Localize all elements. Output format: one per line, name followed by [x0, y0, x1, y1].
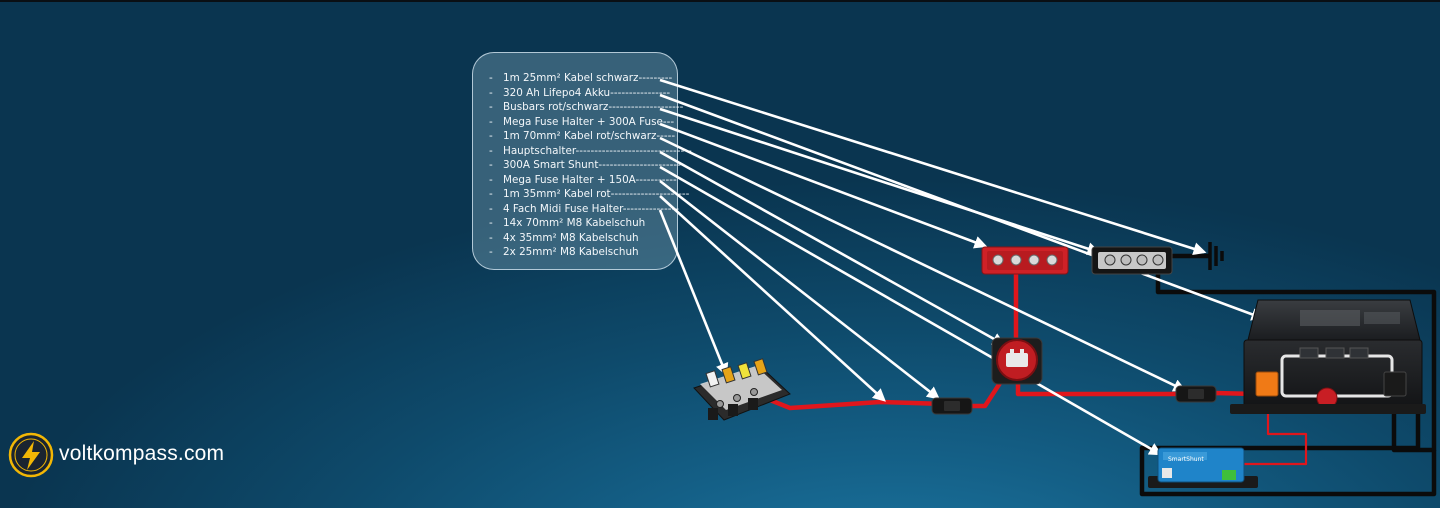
pointer-arrows — [658, 78, 1265, 456]
red-busbar — [981, 246, 1069, 275]
pointer-arrow-70mm-cable — [659, 136, 1187, 392]
brand: voltkompass.com — [8, 432, 248, 478]
list-item: -300A Smart Shunt---------------------- — [489, 159, 681, 171]
negative-cable-bus-to-battery — [1155, 272, 1437, 453]
mega-fuse-holder-300a — [1175, 385, 1217, 403]
list-item: -1m 70mm² Kabel rot/schwarz----- — [489, 130, 676, 142]
top-border-line — [0, 0, 1440, 2]
brand-name[interactable]: voltkompass.com — [59, 442, 225, 465]
negative-cables — [1139, 253, 1437, 497]
pointer-arrow-25mm-cable — [659, 78, 1207, 256]
pointer-arrow-midi-fuse-holder — [658, 209, 729, 377]
pointer-arrow-mega-fuse-150 — [659, 179, 941, 400]
list-item: -4 Fach Midi Fuse Halter--------------- — [489, 202, 680, 215]
positive-cable-shunt-sense — [1236, 398, 1308, 466]
list-item: -320 Ah Lifepo4 Akku---------------- — [489, 86, 671, 99]
list-item: -4x 35mm² M8 Kabelschuh — [489, 231, 639, 244]
mega-fuse-holder-150a — [931, 397, 973, 415]
list-item: -1m 35mm² Kabel rot--------------------- — [489, 188, 690, 200]
list-item: -1m 25mm² Kabel schwarz--------- — [489, 72, 673, 84]
pointer-arrow-smart-shunt — [659, 165, 1163, 456]
negative-cable-battery-to-shunt — [1139, 392, 1437, 497]
list-item: -Busbars rot/schwarz-------------------- — [489, 101, 684, 113]
list-item: -Mega Fuse Halter + 300A Fuse--- — [489, 115, 675, 128]
parts-list-box: -1m 25mm² Kabel schwarz--------- -320 Ah… — [472, 52, 692, 270]
list-item: -14x 70mm² M8 Kabelschuh — [489, 217, 646, 229]
ground-symbol-icon — [1208, 242, 1224, 270]
main-switch — [991, 337, 1043, 385]
pointer-arrow-35mm-cable — [659, 195, 886, 402]
pointer-arrow-busbars — [659, 107, 1101, 255]
list-item: -Hauptschalter--------------------------… — [489, 144, 692, 157]
midi-fuse-holder — [693, 358, 791, 421]
list-item: -2x 25mm² M8 Kabelschuh — [489, 246, 639, 258]
black-busbar — [1091, 246, 1173, 275]
lifepo4-battery — [1230, 299, 1426, 414]
pointer-arrow-mega-fuse-300 — [659, 122, 988, 249]
lightning-bolt-icon — [8, 432, 54, 478]
list-item: -Mega Fuse Halter + 150A----------- — [489, 173, 677, 186]
shunt-label: SmartShunt — [1168, 456, 1204, 463]
positive-cable-switch-to-battery — [1015, 382, 1257, 397]
smart-shunt: SmartShunt — [1148, 447, 1258, 488]
pointer-arrow-main-switch — [659, 150, 1006, 346]
